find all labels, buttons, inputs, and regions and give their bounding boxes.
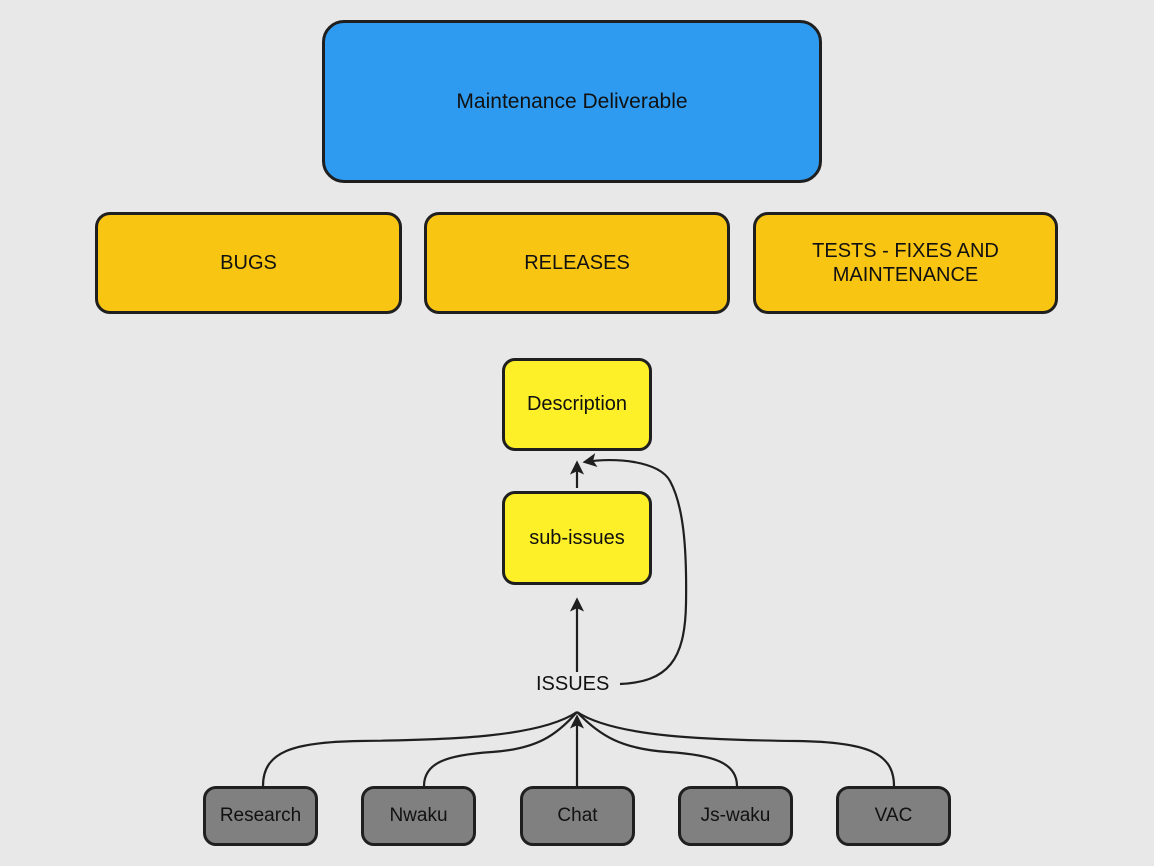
node-label: Description (526, 393, 628, 416)
edge-research-to-issues (261, 711, 578, 787)
edge-vac-to-issues (576, 711, 896, 787)
node-label: BUGS (220, 251, 277, 274)
node-repo-research[interactable]: Research (203, 786, 318, 846)
node-phase-releases[interactable]: RELEASES (424, 212, 730, 314)
node-repo-chat[interactable]: Chat (520, 786, 635, 846)
node-label: Nwaku (389, 805, 448, 827)
edge-label-issues: ISSUES (534, 673, 612, 696)
node-label: VAC (874, 805, 913, 827)
edge-nwaku-to-issues (422, 711, 578, 787)
node-label: Chat (557, 805, 598, 827)
node-label: Js-waku (700, 805, 771, 827)
node-phase-bugs[interactable]: BUGS (95, 212, 402, 314)
node-label: TESTS - FIXES AND MAINTENANCE (812, 239, 999, 286)
node-repo-nwaku[interactable]: Nwaku (361, 786, 476, 846)
edge-jswaku-to-issues (576, 711, 739, 787)
node-description[interactable]: Description (502, 358, 652, 451)
node-sub-issues[interactable]: sub-issues (502, 491, 652, 585)
node-repo-js-waku[interactable]: Js-waku (678, 786, 793, 846)
node-label: Research (219, 805, 302, 827)
node-label: Maintenance Deliverable (456, 89, 688, 113)
node-label: RELEASES (524, 251, 630, 274)
node-maintenance-deliverable[interactable]: Maintenance Deliverable (322, 20, 822, 183)
node-repo-vac[interactable]: VAC (836, 786, 951, 846)
node-label: sub-issues (529, 526, 625, 549)
node-phase-tests-fixes-and-maintenance[interactable]: TESTS - FIXES AND MAINTENANCE (753, 212, 1058, 314)
